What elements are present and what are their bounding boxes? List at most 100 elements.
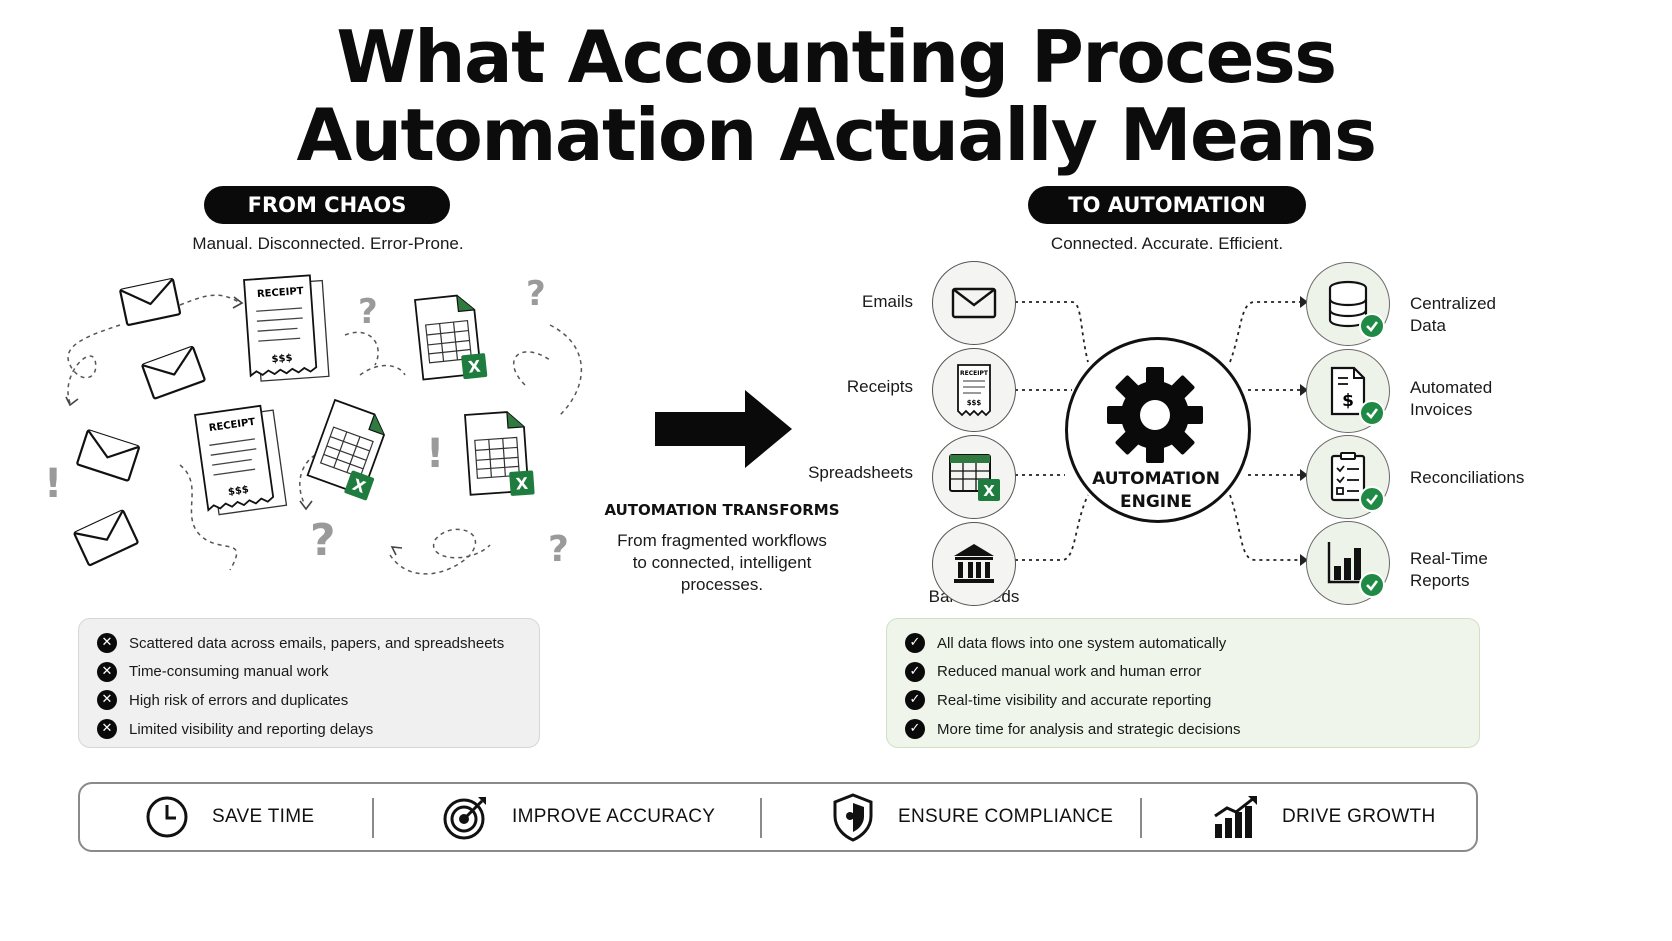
reconciliations-node: [1306, 435, 1390, 519]
problem-item: ✕ High risk of errors and duplicates: [79, 686, 539, 715]
title-line-2: Automation Actually Means: [296, 93, 1377, 177]
svg-text:X: X: [983, 482, 995, 500]
center-line: processes.: [680, 575, 764, 594]
chaos-illustration: RECEIPT $$$ RECEIPT $$$ X X X ? ? ? ? !: [44, 274, 582, 575]
svg-text:X: X: [467, 357, 482, 377]
input-label-emails: Emails: [861, 292, 913, 311]
center-line: to connected, intelligent: [632, 553, 812, 572]
engine-label: AUTOMATION ENGINE: [1066, 468, 1246, 514]
benefit-ensure-compliance: ENSURE COMPLIANCE: [830, 784, 1113, 850]
benefit-item: ✓ All data flows into one system automati…: [887, 629, 1479, 658]
input-label-receipts: Receipts: [846, 377, 913, 396]
x-icon: ✕: [97, 661, 117, 682]
svg-text:X: X: [515, 474, 529, 494]
receipt-icon: RECEIPT $$$: [957, 364, 991, 417]
problem-text: High risk of errors and duplicates: [129, 691, 349, 709]
center-heading: AUTOMATION TRANSFORMS: [604, 501, 840, 519]
x-icon: ✕: [97, 633, 117, 654]
check-icon: [1359, 486, 1385, 512]
benefit-drive-growth: DRIVE GROWTH: [1212, 784, 1436, 850]
output-label-line: Centralized: [1410, 294, 1496, 313]
problem-text: Scattered data across emails, papers, an…: [129, 634, 505, 652]
to-automation-pill: TO AUTOMATION: [1028, 186, 1306, 224]
benefit-text: All data flows into one system automatic…: [937, 634, 1227, 652]
problem-text: Limited visibility and reporting delays: [129, 720, 374, 738]
check-icon: ✓: [905, 661, 925, 682]
from-chaos-pill: FROM CHAOS: [204, 186, 450, 224]
benefit-text: Reduced manual work and human error: [937, 663, 1202, 681]
engine-label-line: AUTOMATION: [1092, 469, 1220, 489]
receipt-icon-label: RECEIPT: [960, 370, 989, 377]
output-label-line: Data: [1410, 316, 1446, 335]
benefit-label: SAVE TIME: [212, 806, 315, 827]
real-time-reports-node: [1306, 521, 1390, 605]
flow-connectors: [1015, 296, 1308, 566]
svg-text:?: ?: [548, 529, 569, 570]
center-line: From fragmented workflows: [617, 531, 827, 550]
benefit-label: DRIVE GROWTH: [1282, 806, 1436, 827]
svg-text:!: !: [44, 461, 62, 507]
output-label-reports: Real-Time Reports: [1410, 548, 1488, 592]
check-icon: ✓: [905, 690, 925, 711]
check-icon: [1359, 572, 1385, 598]
benefit-item: ✓Real-time visibility and accurate repor…: [887, 686, 1479, 715]
problem-item: ✕ Limited visibility and reporting delays: [79, 715, 539, 744]
check-icon: ✓: [905, 633, 925, 654]
envelope-icon: [951, 287, 997, 319]
benefit-label: IMPROVE ACCURACY: [512, 806, 716, 827]
divider: [760, 798, 762, 838]
svg-text:?: ?: [526, 274, 546, 314]
target-icon: [443, 797, 486, 840]
benefits-bar: SAVE TIME IMPROVE ACCURACY ENSURE COMPLI…: [78, 782, 1478, 852]
check-icon: [1359, 313, 1385, 339]
benefit-save-time: SAVE TIME: [144, 784, 314, 850]
growth-chart-icon: [1214, 796, 1257, 838]
center-description: From fragmented workflows to connected, …: [597, 530, 847, 596]
output-label-line: Reconciliations: [1410, 468, 1525, 487]
x-icon: ✕: [97, 719, 117, 740]
centralized-data-node: [1306, 262, 1390, 346]
benefit-improve-accuracy: IMPROVE ACCURACY: [442, 784, 715, 850]
input-label-spreadsheets: Spreadsheets: [808, 463, 913, 482]
checklist-icon: [1330, 452, 1366, 502]
output-label-line: Automated: [1410, 378, 1493, 397]
benefit-label: ENSURE COMPLIANCE: [898, 806, 1114, 827]
clock-icon: [146, 796, 188, 838]
engine-label-line: ENGINE: [1120, 492, 1192, 512]
receipt-icon-amount: $$$: [967, 399, 982, 407]
problem-text: Time-consuming manual work: [129, 663, 329, 681]
output-label-line: Reports: [1410, 571, 1470, 590]
benefits-box: ✓ All data flows into one system automati…: [886, 618, 1480, 748]
invoice-icon: $: [1330, 366, 1366, 416]
output-label-line: Invoices: [1410, 400, 1473, 419]
problems-box: ✕ Scattered data across emails, papers, a…: [78, 618, 540, 748]
bank-icon: [954, 544, 994, 583]
output-label-invoices: Automated Invoices: [1410, 377, 1492, 421]
receipt-label: RECEIPT: [257, 286, 304, 300]
output-label-reconciliations: Reconciliations: [1410, 467, 1524, 489]
bank-input-node: [932, 522, 1016, 606]
x-icon: ✕: [97, 690, 117, 711]
svg-text:!: !: [426, 431, 444, 477]
gear-icon: [1107, 367, 1203, 463]
page-title: What Accounting Process Automation Actua…: [0, 18, 1672, 174]
bar-chart-icon: [1327, 542, 1368, 584]
problem-item: ✕ Scattered data across emails, papers, a…: [79, 629, 539, 658]
svg-text:?: ?: [310, 515, 336, 566]
divider: [1140, 798, 1142, 838]
check-icon: [1359, 400, 1385, 426]
output-label-centralized: Centralized Data: [1410, 293, 1496, 337]
receipt-input-node: RECEIPT $$$: [932, 348, 1016, 432]
problem-item: ✕ Time-consuming manual work: [79, 658, 539, 687]
automated-invoices-node: $: [1306, 349, 1390, 433]
transform-arrow-icon: [655, 390, 792, 468]
benefit-item: ✓More time for analysis and strategic de…: [887, 715, 1479, 744]
shield-icon: [833, 793, 873, 842]
chaos-subtitle: Manual. Disconnected. Error-Prone.: [192, 234, 464, 253]
receipt-amount: $$$: [271, 353, 293, 365]
benefit-text: More time for analysis and strategic dec…: [937, 720, 1241, 738]
divider: [372, 798, 374, 838]
svg-text:$: $: [1342, 391, 1354, 411]
receipt-amount: $$$: [227, 484, 249, 498]
benefit-item: ✓ Reduced manual work and human error: [887, 658, 1479, 687]
